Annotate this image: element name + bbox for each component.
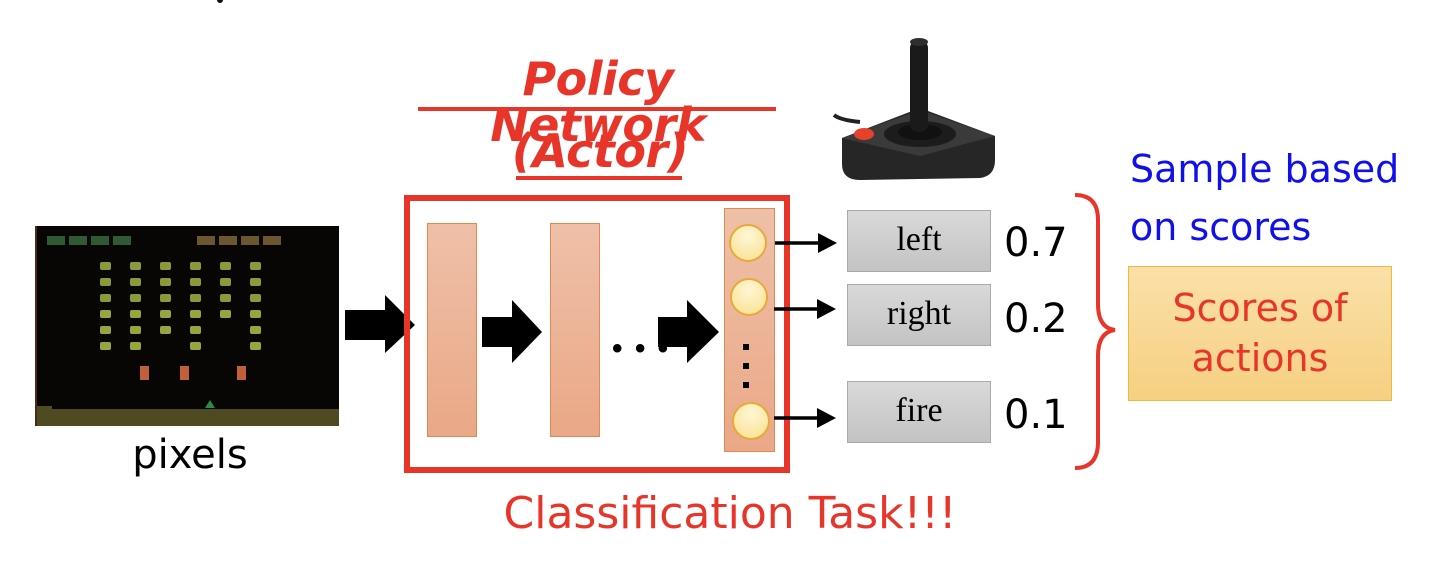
- scores-box-line1: Scores of: [1172, 286, 1348, 330]
- invader: [160, 278, 171, 286]
- arrow-right-icon: [775, 233, 837, 253]
- title-actor: (Actor): [511, 124, 689, 178]
- invader: [100, 278, 111, 286]
- invader: [250, 262, 261, 270]
- ground: [37, 409, 339, 426]
- score-digit: [69, 236, 87, 245]
- invader: [130, 326, 141, 334]
- score-fire: 0.1: [1004, 392, 1068, 438]
- score-digit: [91, 236, 109, 245]
- invader: [100, 342, 111, 350]
- output-neuron: [732, 402, 770, 440]
- invader: [220, 262, 231, 270]
- invader: [250, 326, 261, 334]
- score-right: 0.2: [1004, 296, 1068, 342]
- arrow-right-icon: [345, 295, 415, 353]
- sample-note-line1: Sample based: [1130, 147, 1400, 191]
- score-digit: [263, 236, 281, 245]
- stray-mark: [217, 0, 223, 3]
- score-digit: [219, 236, 237, 245]
- sample-note: Sample based on scores: [1130, 140, 1430, 256]
- invader: [220, 294, 231, 302]
- invader: [130, 262, 141, 270]
- invader: [160, 310, 171, 318]
- invader: [250, 294, 261, 302]
- bunker: [140, 366, 149, 380]
- bunker: [180, 366, 189, 380]
- hidden-layer: [550, 223, 600, 437]
- bunker: [237, 366, 246, 380]
- invader: [190, 262, 201, 270]
- invader: [190, 310, 201, 318]
- invader: [250, 342, 261, 350]
- action-left: left: [847, 210, 991, 272]
- invader: [220, 278, 231, 286]
- invader: [130, 278, 141, 286]
- player-cannon: [205, 400, 215, 408]
- vertical-dot: [743, 344, 749, 350]
- invader: [130, 310, 141, 318]
- invader: [160, 262, 171, 270]
- invader: [100, 294, 111, 302]
- invader: [250, 278, 261, 286]
- arrow-right-icon: [482, 300, 542, 363]
- invader: [190, 278, 201, 286]
- arrow-right-icon: [658, 300, 719, 363]
- action-right: right: [847, 284, 991, 346]
- game-screen-image: [35, 226, 339, 426]
- score-digit: [113, 236, 131, 245]
- vertical-dot: [743, 363, 749, 369]
- right-curly-brace-icon: [1074, 193, 1116, 470]
- output-neuron: [730, 278, 768, 316]
- score-digit: [47, 236, 65, 245]
- invader: [100, 326, 111, 334]
- invader: [100, 310, 111, 318]
- classification-task-label: Classification Task!!!: [503, 488, 957, 539]
- score-digit: [197, 236, 215, 245]
- action-fire: fire: [847, 381, 991, 443]
- arrow-right-icon: [774, 408, 836, 428]
- vertical-dot: [743, 382, 749, 388]
- title-underline: [516, 176, 682, 180]
- invader: [130, 294, 141, 302]
- sample-note-line2: on scores: [1130, 205, 1312, 249]
- invader: [190, 342, 201, 350]
- score-left: 0.7: [1004, 220, 1068, 266]
- joystick-icon: [820, 30, 1020, 190]
- invader: [160, 326, 171, 334]
- invader: [190, 326, 201, 334]
- invader: [250, 310, 261, 318]
- hidden-layer: [427, 223, 477, 437]
- ellipsis: • • •: [612, 332, 671, 365]
- invader: [220, 310, 231, 318]
- score-digit: [241, 236, 259, 245]
- invader: [100, 262, 111, 270]
- invader: [160, 294, 171, 302]
- scores-box-line2: actions: [1191, 336, 1329, 380]
- policy-network-box: [404, 195, 790, 473]
- pixels-label: pixels: [132, 432, 248, 478]
- invader: [130, 342, 141, 350]
- arrow-right-icon: [774, 299, 836, 319]
- title-underline: [418, 107, 776, 111]
- scores-of-actions-box: Scores of actions: [1128, 266, 1392, 401]
- output-neuron: [729, 224, 767, 262]
- invader: [190, 294, 201, 302]
